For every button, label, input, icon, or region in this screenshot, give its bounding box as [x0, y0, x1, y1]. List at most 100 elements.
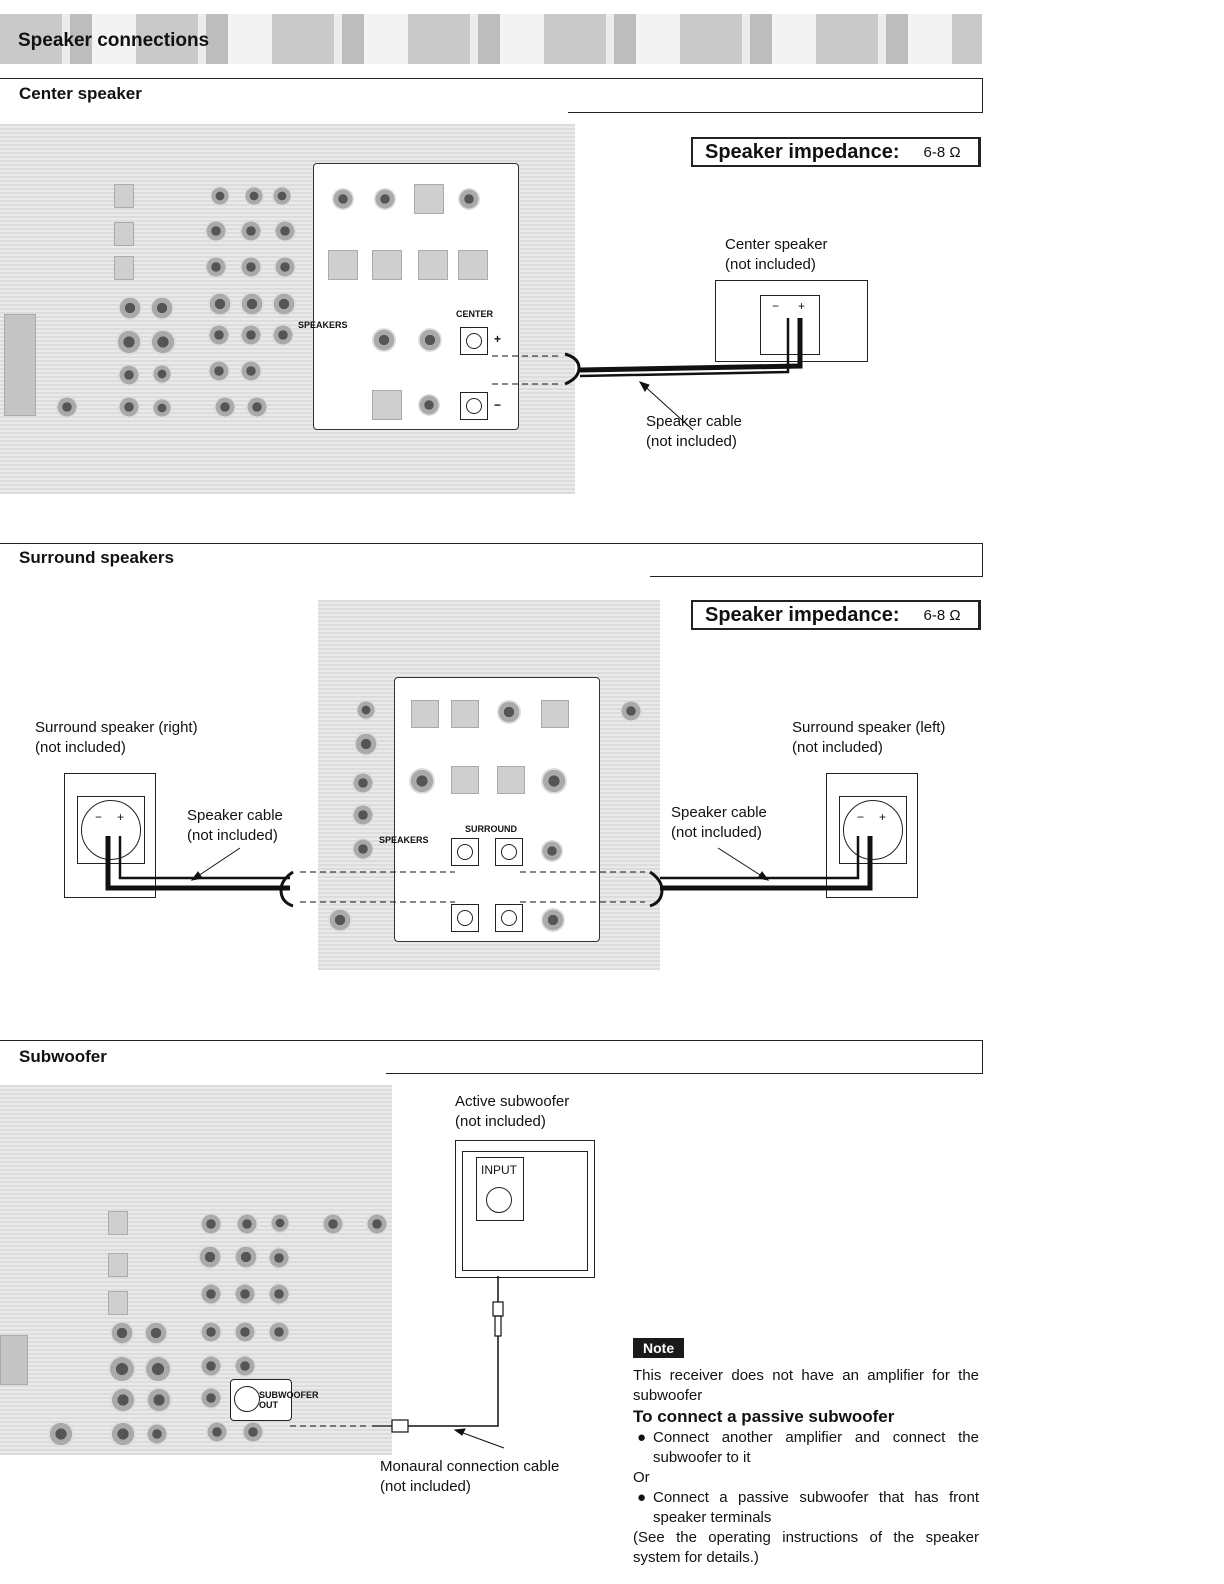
- page-header-band: [0, 14, 982, 64]
- terminal-knob: [418, 250, 448, 280]
- terminal-knob: [372, 250, 402, 280]
- surround-terminal-label: SURROUND: [465, 824, 518, 834]
- jack: [200, 1283, 222, 1305]
- jack: [270, 1213, 290, 1233]
- subwoofer-rear-panel: [462, 1151, 588, 1271]
- speakers-label: SPEAKERS: [379, 835, 429, 845]
- terminal-knob: [541, 700, 569, 728]
- video-block: [4, 314, 36, 416]
- center-impedance-box: Speaker impedance: 6-8 Ω: [691, 137, 981, 167]
- jack: [144, 1355, 172, 1383]
- label-line: OUT: [259, 1400, 278, 1410]
- active-subwoofer-cabinet: INPUT: [455, 1140, 595, 1278]
- label-line: SUBWOOFER: [259, 1390, 319, 1400]
- jack: [108, 1355, 136, 1383]
- subwoofer-heading: Subwoofer: [19, 1047, 107, 1066]
- jack: [205, 220, 227, 242]
- jack: [240, 292, 264, 316]
- terminal-knob: [497, 700, 521, 724]
- speaker-terminal-plate-surround: SPEAKERS SURROUND: [379, 677, 600, 942]
- surround-left-cable: [520, 836, 873, 908]
- terminal-knob: [418, 394, 440, 416]
- jack: [322, 1213, 344, 1235]
- surround-left-cable-label: Speaker cable (not included): [671, 803, 767, 843]
- jack: [150, 296, 174, 320]
- terminal-knob: [411, 700, 439, 728]
- jack: [268, 1283, 290, 1305]
- optical-port: [114, 184, 134, 208]
- label-line: (not included): [792, 739, 883, 756]
- speakers-label: SPEAKERS: [298, 320, 348, 330]
- label-line: Speaker cable: [187, 807, 283, 824]
- note-block: Note This receiver does not have an ampl…: [633, 1338, 979, 1568]
- speaker-terminal-plate: [760, 295, 820, 355]
- jack: [200, 1387, 222, 1409]
- minus-sign: −: [772, 299, 780, 313]
- optical-port: [108, 1291, 128, 1315]
- jack: [116, 329, 142, 355]
- jack: [110, 1387, 136, 1413]
- speaker-terminal-plate-center: SPEAKERS CENTER + −: [298, 163, 519, 430]
- jack: [118, 296, 142, 320]
- subwoofer-out-jack-box: SUBWOOFER OUT: [230, 1379, 319, 1421]
- terminal-knob: [328, 250, 358, 280]
- jack: [150, 329, 176, 355]
- note-or: Or: [633, 1469, 650, 1486]
- label-line: Active subwoofer: [455, 1093, 570, 1110]
- note-footer: (See the operating instructions of the s…: [633, 1529, 979, 1566]
- note-badge: Note: [633, 1338, 685, 1358]
- surround-impedance-box: Speaker impedance: 6-8 Ω: [691, 600, 981, 630]
- surround-heading: Surround speakers: [19, 548, 174, 567]
- terminal-knob: [418, 328, 442, 352]
- center-speaker-cable: [492, 318, 803, 431]
- jack: [110, 1421, 136, 1447]
- center-heading: Center speaker: [19, 84, 142, 103]
- impedance-label: Speaker impedance:: [705, 140, 900, 163]
- center-heading-box: [568, 78, 983, 113]
- jack: [234, 1321, 256, 1343]
- jack: [205, 256, 227, 278]
- center-plus-terminal: [460, 327, 488, 355]
- jack: [208, 324, 230, 346]
- label-line: (not included): [380, 1478, 471, 1495]
- label-line: (not included): [646, 433, 737, 450]
- jack: [48, 1421, 74, 1447]
- monaural-subwoofer-cable: [290, 1276, 505, 1449]
- surround-right-label: Surround speaker (right) (not included): [35, 718, 198, 758]
- terminal-knob: [541, 908, 565, 932]
- center-heading-rule: [0, 78, 982, 79]
- note-bullet-2: ● Connect a passive subwoofer that has f…: [633, 1488, 979, 1528]
- optical-port: [114, 222, 134, 246]
- optical-port: [108, 1211, 128, 1235]
- jack: [272, 292, 296, 316]
- jack: [234, 1283, 256, 1305]
- jack: [274, 256, 296, 278]
- surround-heading-rule: [0, 543, 982, 544]
- terminal-ring: [81, 800, 141, 860]
- jack: [234, 1355, 256, 1377]
- terminal-knob: [497, 766, 525, 794]
- terminal-knob: [541, 768, 567, 794]
- jack: [356, 700, 376, 720]
- jack: [244, 186, 264, 206]
- plus-sign: +: [879, 810, 887, 824]
- subwoofer-heading-box: [386, 1040, 983, 1074]
- page-title: Speaker connections: [18, 30, 210, 51]
- jack: [152, 364, 172, 384]
- bullet-text: Connect another amplifier and connect th…: [653, 1429, 979, 1466]
- jack: [200, 1355, 222, 1377]
- optical-port: [114, 256, 134, 280]
- active-subwoofer-label: Active subwoofer (not included): [455, 1092, 569, 1132]
- jack: [208, 360, 230, 382]
- center-cable-label: Speaker cable (not included): [646, 412, 742, 452]
- label-line: (not included): [187, 827, 278, 844]
- jack: [366, 1213, 388, 1235]
- surround-right-minus-terminal: [451, 904, 479, 932]
- label-line: Surround speaker (right): [35, 719, 198, 736]
- surround-right-cable-label: Speaker cable (not included): [187, 806, 283, 846]
- jack: [268, 1247, 290, 1269]
- jack: [56, 396, 78, 418]
- jack: [152, 398, 172, 418]
- jack: [198, 1245, 222, 1269]
